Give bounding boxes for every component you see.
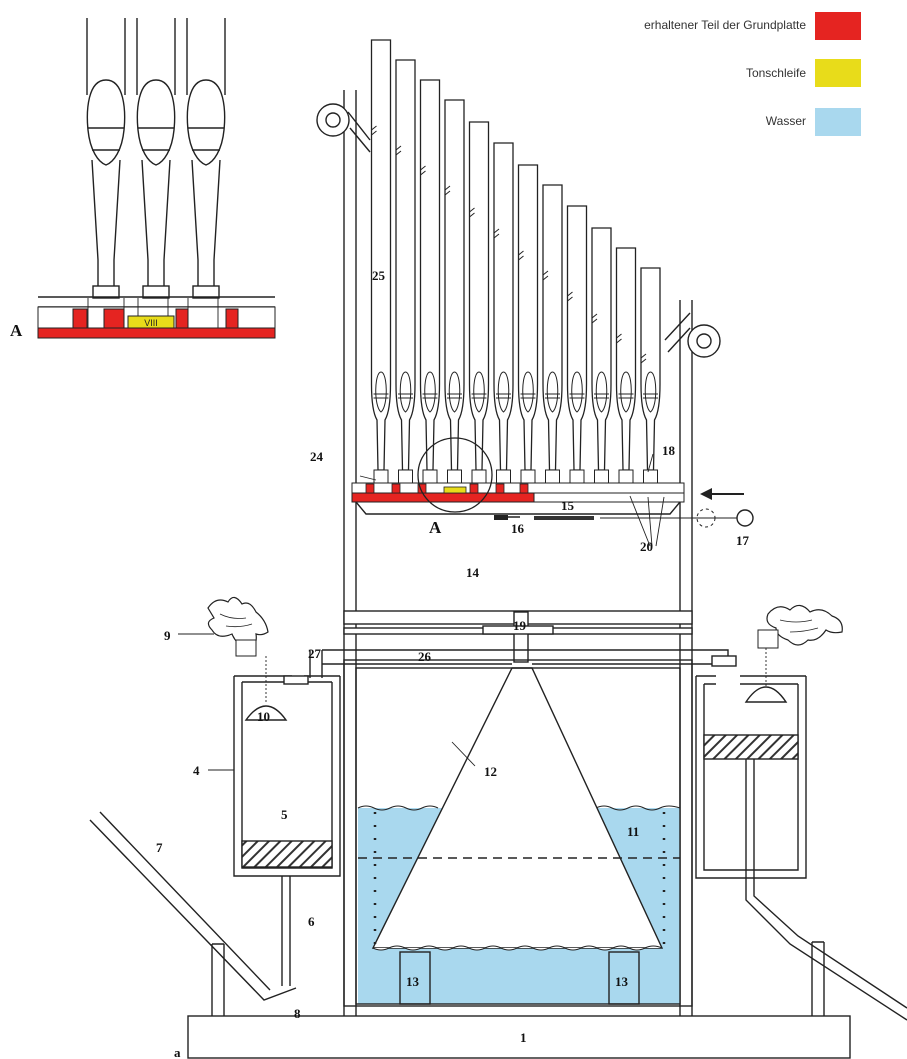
detail-view-a: VIII A xyxy=(10,18,276,340)
label-24: 24 xyxy=(310,449,324,464)
soundboard-red-part xyxy=(351,492,535,503)
detail-pipes xyxy=(86,18,226,299)
label-18: 18 xyxy=(662,443,676,458)
organ-pipe xyxy=(468,121,490,484)
legend: erhaltener Teil der Grundplatte Tonschle… xyxy=(644,12,861,136)
legend-label-wasser: Wasser xyxy=(766,114,806,128)
label-7: 7 xyxy=(156,840,163,855)
right-pump xyxy=(695,604,907,1021)
label-6: 6 xyxy=(308,914,315,929)
label-8: 8 xyxy=(294,1006,301,1021)
detail-tone-slider xyxy=(127,315,175,329)
organ-pipe xyxy=(493,142,514,484)
label-15: 15 xyxy=(561,498,575,513)
label-14: 14 xyxy=(466,565,480,580)
label-17: 17 xyxy=(736,533,750,548)
label-13-right: 13 xyxy=(615,974,629,989)
detail-base-plate xyxy=(37,327,276,339)
organ-pipe xyxy=(542,184,563,484)
organ-pipe xyxy=(395,59,416,484)
label-4: 4 xyxy=(193,763,200,778)
corner-letter-a: a xyxy=(174,1045,181,1059)
detail-letter-a: A xyxy=(10,321,23,340)
left-piston xyxy=(241,840,333,868)
key-17 xyxy=(736,509,754,527)
label-9: 9 xyxy=(164,628,171,643)
label-1: 1 xyxy=(520,1030,527,1045)
organ-pipe xyxy=(615,247,637,484)
label-12: 12 xyxy=(484,764,497,779)
number-labels: 1 4 5 6 7 8 9 10 11 12 13 13 14 15 16 17… xyxy=(156,268,750,1045)
label-27: 27 xyxy=(308,646,322,661)
detail-slider-mark: VIII xyxy=(144,318,158,328)
left-pump xyxy=(89,596,341,1016)
label-25: 25 xyxy=(372,268,386,283)
pointer-lines xyxy=(178,453,654,771)
base-plinth xyxy=(187,1015,851,1059)
label-13-left: 13 xyxy=(406,974,420,989)
tone-slider xyxy=(443,486,467,494)
main-letter-a: A xyxy=(429,518,442,537)
soundboard: A xyxy=(351,437,754,663)
organ-pipe xyxy=(566,205,588,484)
water-tank xyxy=(343,659,693,1007)
legend-swatch-yellow xyxy=(815,59,861,87)
label-26: 26 xyxy=(418,649,432,664)
base: a xyxy=(174,1015,851,1059)
organ-pipe xyxy=(591,227,612,484)
label-20: 20 xyxy=(640,539,653,554)
organ-pipe xyxy=(517,164,539,484)
organ-pipe xyxy=(419,79,441,484)
label-10: 10 xyxy=(257,709,270,724)
right-dragon xyxy=(757,604,843,649)
label-19: 19 xyxy=(513,618,527,633)
label-16: 16 xyxy=(511,521,525,536)
left-dragon xyxy=(207,596,269,657)
organ-pipe xyxy=(370,39,392,484)
organ-pipes xyxy=(370,39,661,484)
label-11: 11 xyxy=(627,824,639,839)
right-piston xyxy=(703,734,799,760)
organ-pipe xyxy=(640,267,661,484)
detail-circle xyxy=(417,437,493,513)
legend-label-tonschleife: Tonschleife xyxy=(746,66,806,80)
legend-label-grundplatte: erhaltener Teil der Grundplatte xyxy=(644,18,806,32)
legend-swatch-water xyxy=(815,108,861,136)
organ-pipe xyxy=(444,99,465,484)
legend-swatch-red xyxy=(815,12,861,40)
label-5: 5 xyxy=(281,807,288,822)
